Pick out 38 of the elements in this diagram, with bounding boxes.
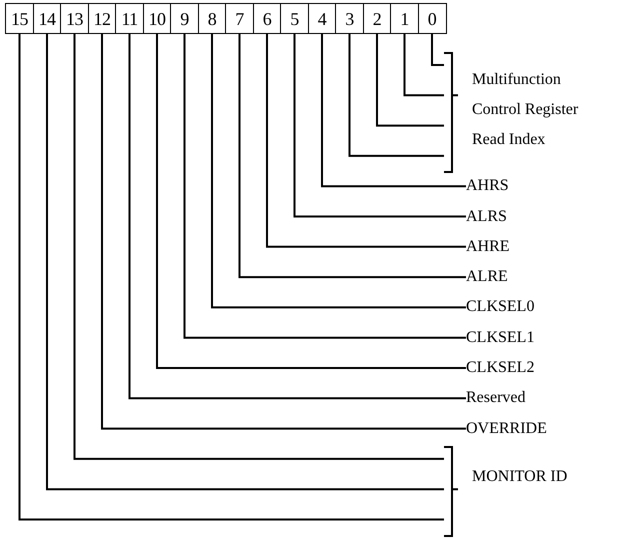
bit-cell: 9 bbox=[170, 3, 199, 34]
leader-line bbox=[211, 34, 466, 308]
bit-cell: 11 bbox=[115, 3, 144, 34]
field-label: AHRS bbox=[466, 176, 509, 196]
bit-cell: 2 bbox=[362, 3, 392, 34]
bit-cell: 5 bbox=[280, 3, 309, 34]
field-label: CLKSEL2 bbox=[466, 358, 534, 378]
field-label: OVERRIDE bbox=[466, 418, 547, 439]
leader-line bbox=[156, 34, 466, 369]
field-label: ALRE bbox=[466, 267, 508, 288]
leader-line bbox=[431, 34, 444, 66]
bit-cell: 10 bbox=[142, 3, 172, 34]
field-label: Multifunction Control Register Read Index bbox=[472, 70, 580, 150]
leader-line bbox=[184, 34, 466, 339]
bit-cell: 7 bbox=[225, 3, 254, 34]
bit-cell: 12 bbox=[88, 3, 116, 34]
leader-line bbox=[266, 34, 466, 248]
bit-cell: 3 bbox=[335, 3, 364, 34]
leader-line bbox=[376, 34, 444, 127]
bit-cell: 1 bbox=[390, 3, 419, 34]
field-label: AHRE bbox=[466, 236, 510, 257]
bit-cell: 15 bbox=[5, 3, 34, 34]
leader-line bbox=[348, 34, 444, 157]
bit-cell: 6 bbox=[252, 3, 282, 34]
bit-cell: 8 bbox=[198, 3, 226, 34]
bit-cell: 0 bbox=[418, 3, 446, 34]
leader-line bbox=[294, 34, 466, 218]
bit-cell: 13 bbox=[60, 3, 89, 34]
field-label: Reserved bbox=[466, 388, 526, 408]
field-label: MONITOR ID bbox=[472, 467, 568, 487]
field-label: CLKSEL1 bbox=[466, 328, 534, 348]
leader-line bbox=[321, 34, 466, 188]
field-label: CLKSEL0 bbox=[466, 297, 534, 318]
leader-line bbox=[238, 34, 466, 278]
bit-cell: 4 bbox=[308, 3, 336, 34]
field-label: ALRS bbox=[466, 206, 507, 226]
bit-cell: 14 bbox=[32, 3, 62, 34]
leader-line bbox=[404, 34, 444, 96]
